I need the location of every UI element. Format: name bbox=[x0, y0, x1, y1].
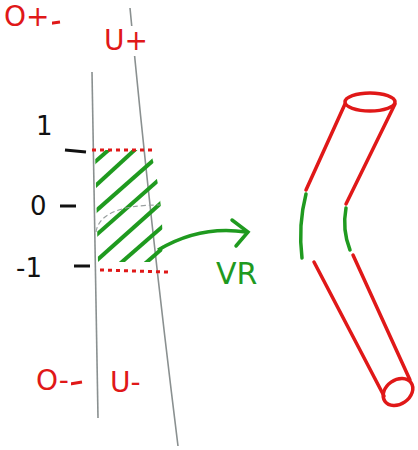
level-line bbox=[100, 270, 168, 272]
region-label: U- bbox=[108, 368, 143, 398]
dash-mark bbox=[70, 382, 82, 384]
level-curve bbox=[96, 205, 160, 232]
level-line bbox=[92, 149, 152, 152]
region-label: O- bbox=[34, 366, 71, 396]
arrow-head bbox=[232, 220, 248, 246]
level-number: 1 bbox=[34, 112, 55, 140]
region-label: O+ bbox=[2, 2, 52, 32]
tick-mark bbox=[74, 265, 90, 268]
level-number: -1 bbox=[14, 254, 44, 282]
band-edge bbox=[92, 72, 98, 418]
velocity-label: VR bbox=[214, 258, 259, 290]
arrow-shaft bbox=[158, 230, 246, 250]
region-label: U+ bbox=[102, 26, 150, 56]
bent-tube bbox=[301, 93, 418, 411]
tick-mark bbox=[60, 205, 76, 208]
level-number: 0 bbox=[28, 192, 49, 220]
tick-mark bbox=[65, 150, 86, 152]
